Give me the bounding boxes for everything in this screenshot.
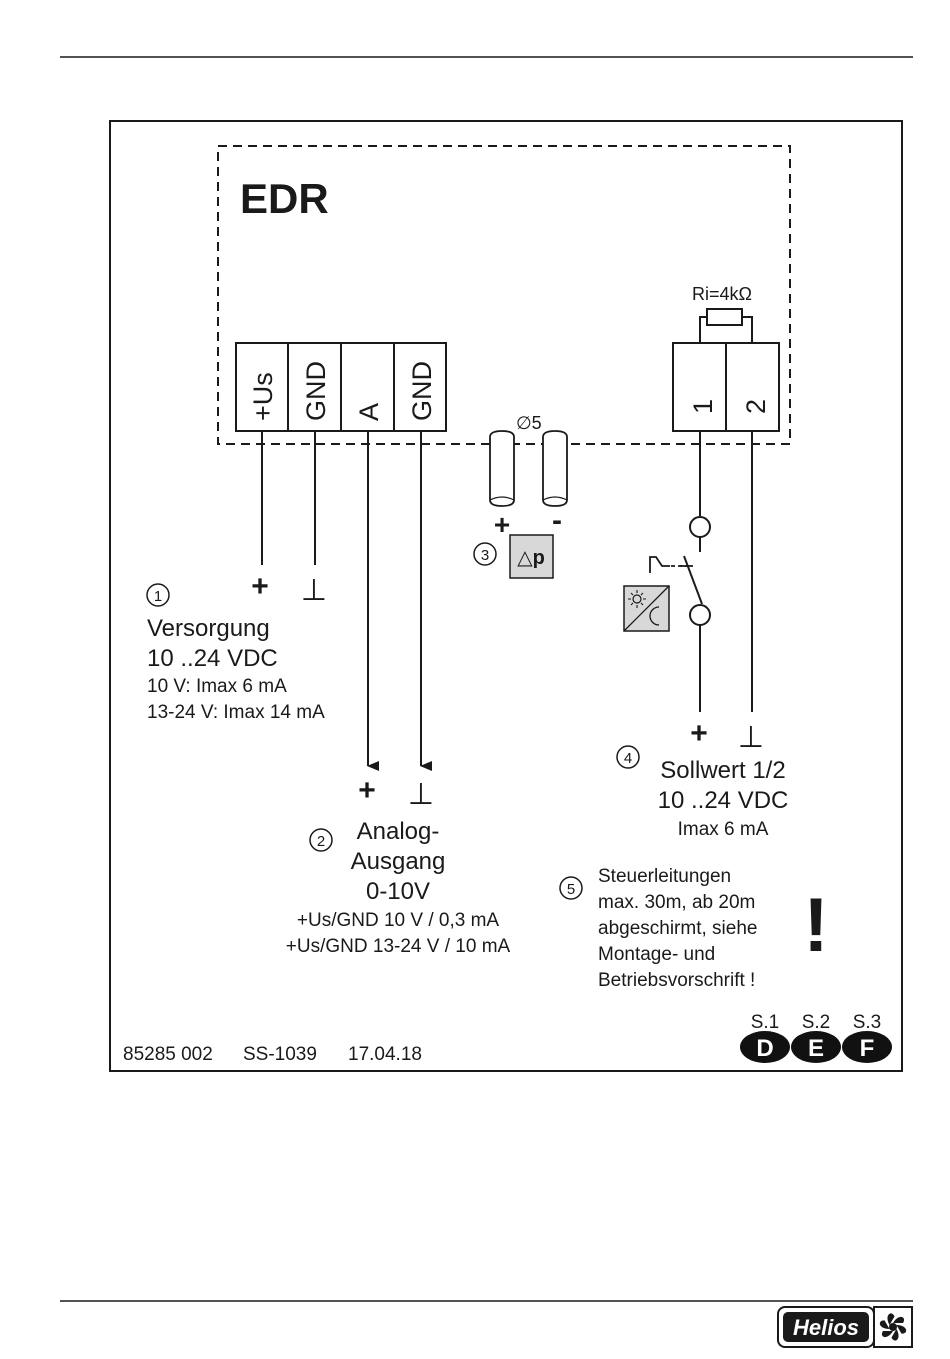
supply-voltage: 10 ..24 VDC (147, 645, 278, 672)
lang-page-3: S.3 (853, 1012, 882, 1033)
tube-diameter-label: ∅5 (516, 413, 542, 433)
supply-current-10v: 10 V: Imax 6 mA (147, 676, 287, 697)
sun-icon (632, 594, 642, 604)
terminal-block-left: +Us GND A GND (235, 342, 447, 432)
resistor-label: Ri=4kΩ (692, 284, 752, 304)
note-line-4: Montage- und (598, 944, 715, 965)
tube-minus (542, 430, 568, 507)
warning-exclamation-icon: ! (803, 883, 828, 968)
note-line-5: Betriebsvorschrift ! (598, 970, 755, 991)
pressure-symbol (509, 534, 554, 579)
lang-page-1: S.1 (751, 1012, 780, 1033)
diagram-frame (109, 120, 903, 1072)
language-badges: S.1 S.2 S.3 D E F (740, 1012, 892, 1063)
marker-3: 3 (481, 547, 489, 564)
lang-code-d: D (756, 1035, 773, 1062)
setpoint-section: 4 Sollwert 1/2 10 ..24 VDC Imax 6 mA (616, 745, 789, 840)
terminal-us-label: +Us (248, 372, 278, 421)
analog-ground-sign: ⊥ (408, 778, 434, 811)
helios-logo: Helios (777, 1306, 913, 1348)
logo-text: Helios (793, 1315, 859, 1340)
tube-plus-sign: + (494, 509, 510, 540)
doc-number: 85285 002 (123, 1044, 213, 1065)
setpoint-plus-sign: + (690, 717, 708, 750)
tube-plus (489, 430, 515, 507)
analog-spec-10v: +Us/GND 10 V / 0,3 mA (297, 910, 500, 931)
terminal-a-label: A (354, 403, 384, 421)
marker-2: 2 (317, 833, 325, 850)
lang-page-2: S.2 (802, 1012, 831, 1033)
setpoint-title: Sollwert 1/2 (660, 757, 785, 784)
pressure-connection: ∅5 + - 3 △p (473, 413, 568, 579)
device-title: EDR (240, 175, 329, 222)
setpoint-ground-sign: ⊥ (738, 721, 764, 754)
moon-icon (649, 606, 660, 626)
analog-plus-sign: + (358, 774, 376, 807)
setpoint-current: Imax 6 mA (678, 819, 769, 840)
switch-contact (683, 555, 703, 605)
ss-code: SS-1039 (243, 1044, 317, 1065)
note-line-3: abgeschirmt, siehe (598, 918, 757, 939)
setpoint-switch (623, 431, 753, 712)
supply-ground-sign: ⊥ (301, 574, 327, 607)
note-line-1: Steuerleitungen (598, 866, 731, 887)
terminal-1-label: 1 (688, 399, 718, 414)
terminal-2-label: 2 (741, 399, 771, 414)
analog-spec-24v: +Us/GND 13-24 V / 10 mA (286, 936, 511, 957)
analog-title-line2: Ausgang (351, 848, 446, 875)
lang-badge-f[interactable] (842, 1031, 892, 1063)
supply-title: Versorgung (147, 615, 270, 642)
doc-date: 17.04.18 (348, 1044, 422, 1065)
analog-title-line1: Analog- (357, 818, 440, 845)
lang-badge-e[interactable] (791, 1031, 841, 1063)
lang-code-e: E (808, 1035, 824, 1062)
terminal-block-right: 1 2 Ri=4kΩ (672, 284, 780, 432)
analog-range: 0-10V (366, 878, 430, 905)
setpoint-voltage: 10 ..24 VDC (658, 787, 789, 814)
terminal-gnd2-label: GND (407, 361, 437, 421)
marker-1: 1 (154, 588, 162, 605)
lang-badge-d[interactable] (740, 1031, 790, 1063)
terminal-gnd1-label: GND (301, 361, 331, 421)
control-line-note: 5 Steuerleitungen max. 30m, ab 20m abges… (559, 866, 829, 991)
fan-icon (879, 1313, 907, 1341)
pressure-symbol-text: △p (517, 547, 545, 569)
resistor-symbol (706, 308, 743, 326)
note-line-2: max. 30m, ab 20m (598, 892, 755, 913)
supply-current-24v: 13-24 V: Imax 14 mA (147, 702, 325, 723)
tube-minus-sign: - (552, 504, 562, 537)
supply-plus-sign: + (251, 570, 269, 603)
marker-5: 5 (567, 881, 575, 898)
analog-section: 2 Analog- Ausgang 0-10V +Us/GND 10 V / 0… (286, 818, 511, 957)
marker-4: 4 (624, 750, 632, 767)
lang-code-f: F (860, 1035, 875, 1062)
supply-section: 1 Versorgung 10 ..24 VDC 10 V: Imax 6 mA… (146, 583, 325, 723)
